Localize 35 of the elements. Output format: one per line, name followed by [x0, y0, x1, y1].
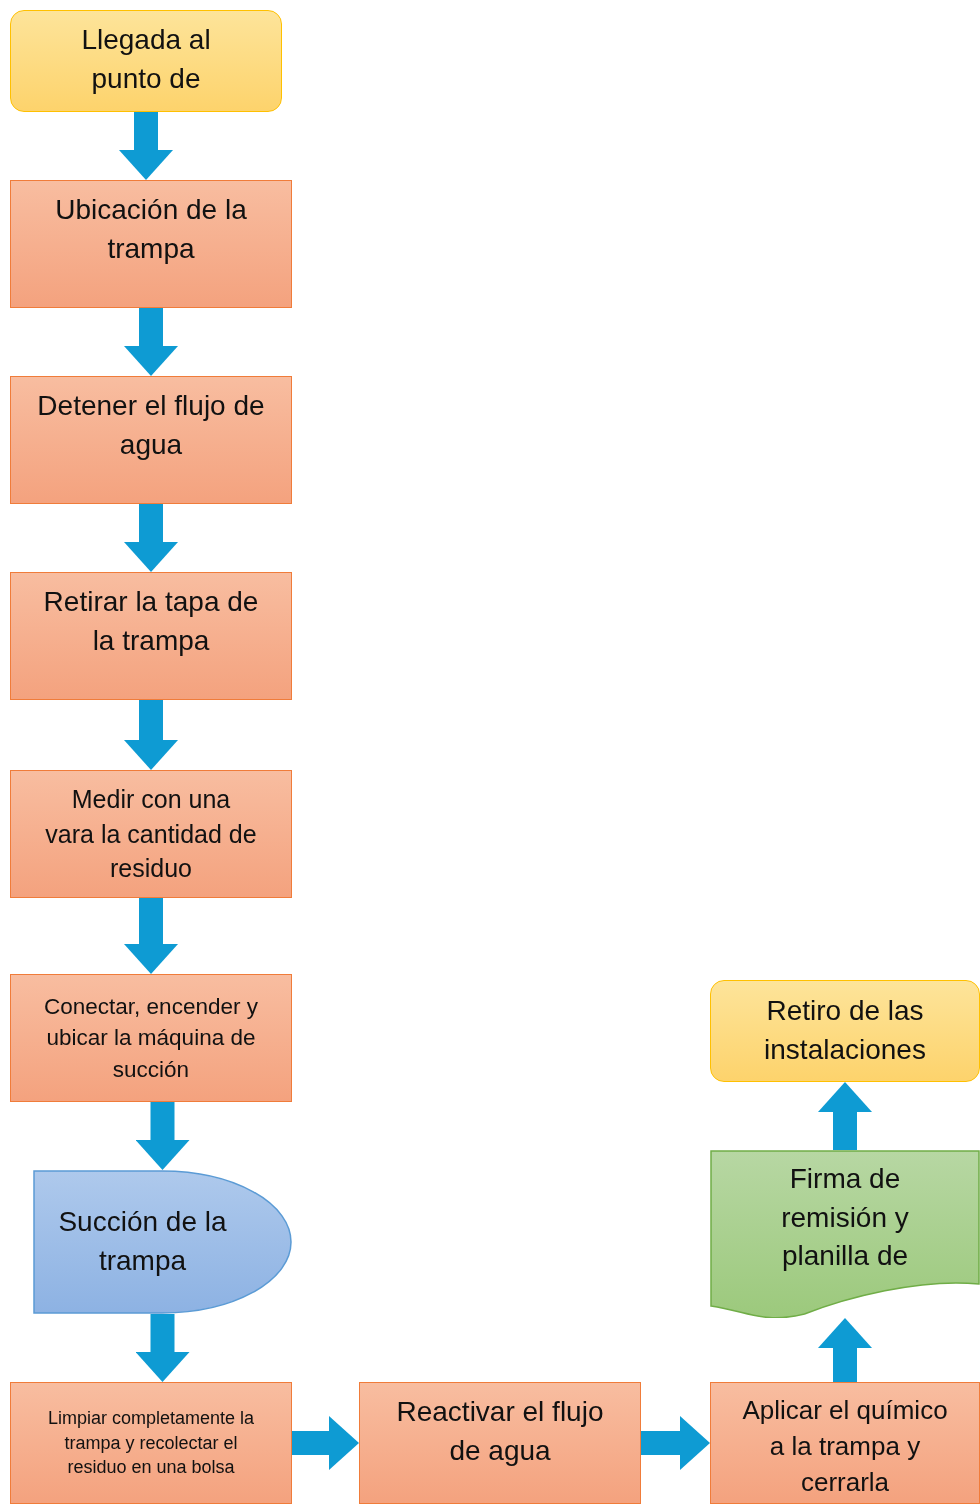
- node-text: Detener el flujo de agua: [37, 389, 265, 462]
- block-arrow: [292, 1416, 359, 1470]
- block-arrow: [135, 1314, 190, 1382]
- block-arrow: [818, 1318, 872, 1382]
- block-arrow: [124, 504, 178, 572]
- process-box: [10, 376, 292, 504]
- node-text: Medir con una vara la cantidad de residuo: [45, 784, 257, 885]
- node-text: Aplicar el químico a la trampa y cerrarla: [741, 1394, 949, 1499]
- node-text: Llegada al punto de: [80, 23, 212, 96]
- terminal-box: [710, 980, 980, 1082]
- block-arrow: [818, 1082, 872, 1150]
- document-shape: [710, 1150, 980, 1318]
- process-box: [10, 1382, 292, 1504]
- process-box: [10, 770, 292, 898]
- node-text: Ubicación de la trampa: [54, 193, 248, 266]
- node-text: Retiro de las instalaciones: [763, 994, 927, 1067]
- terminal-box: [10, 10, 282, 112]
- block-arrow: [124, 700, 178, 770]
- node-text: Conectar, encender y ubicar la máquina de succión: [43, 993, 259, 1084]
- process-box: [10, 974, 292, 1102]
- process-box: [10, 180, 292, 308]
- node-text: Limpiar completamente la trampa y recolectar el residuo en una bolsa: [46, 1406, 256, 1480]
- node-text: Succión de la trampa: [57, 1205, 228, 1278]
- process-box: [10, 572, 292, 700]
- block-arrow: [135, 1102, 190, 1170]
- node-text: Reactivar el flujo de agua: [395, 1395, 605, 1468]
- block-arrow: [119, 112, 173, 180]
- block-arrow: [124, 308, 178, 376]
- node-text: Retirar la tapa de la trampa: [42, 585, 260, 658]
- node-text: Firma de remisión y planilla de: [780, 1162, 910, 1274]
- process-box: [710, 1382, 980, 1504]
- block-arrow: [641, 1416, 710, 1470]
- block-arrow: [124, 898, 178, 974]
- delay-shape: [33, 1170, 292, 1314]
- process-box: [359, 1382, 641, 1504]
